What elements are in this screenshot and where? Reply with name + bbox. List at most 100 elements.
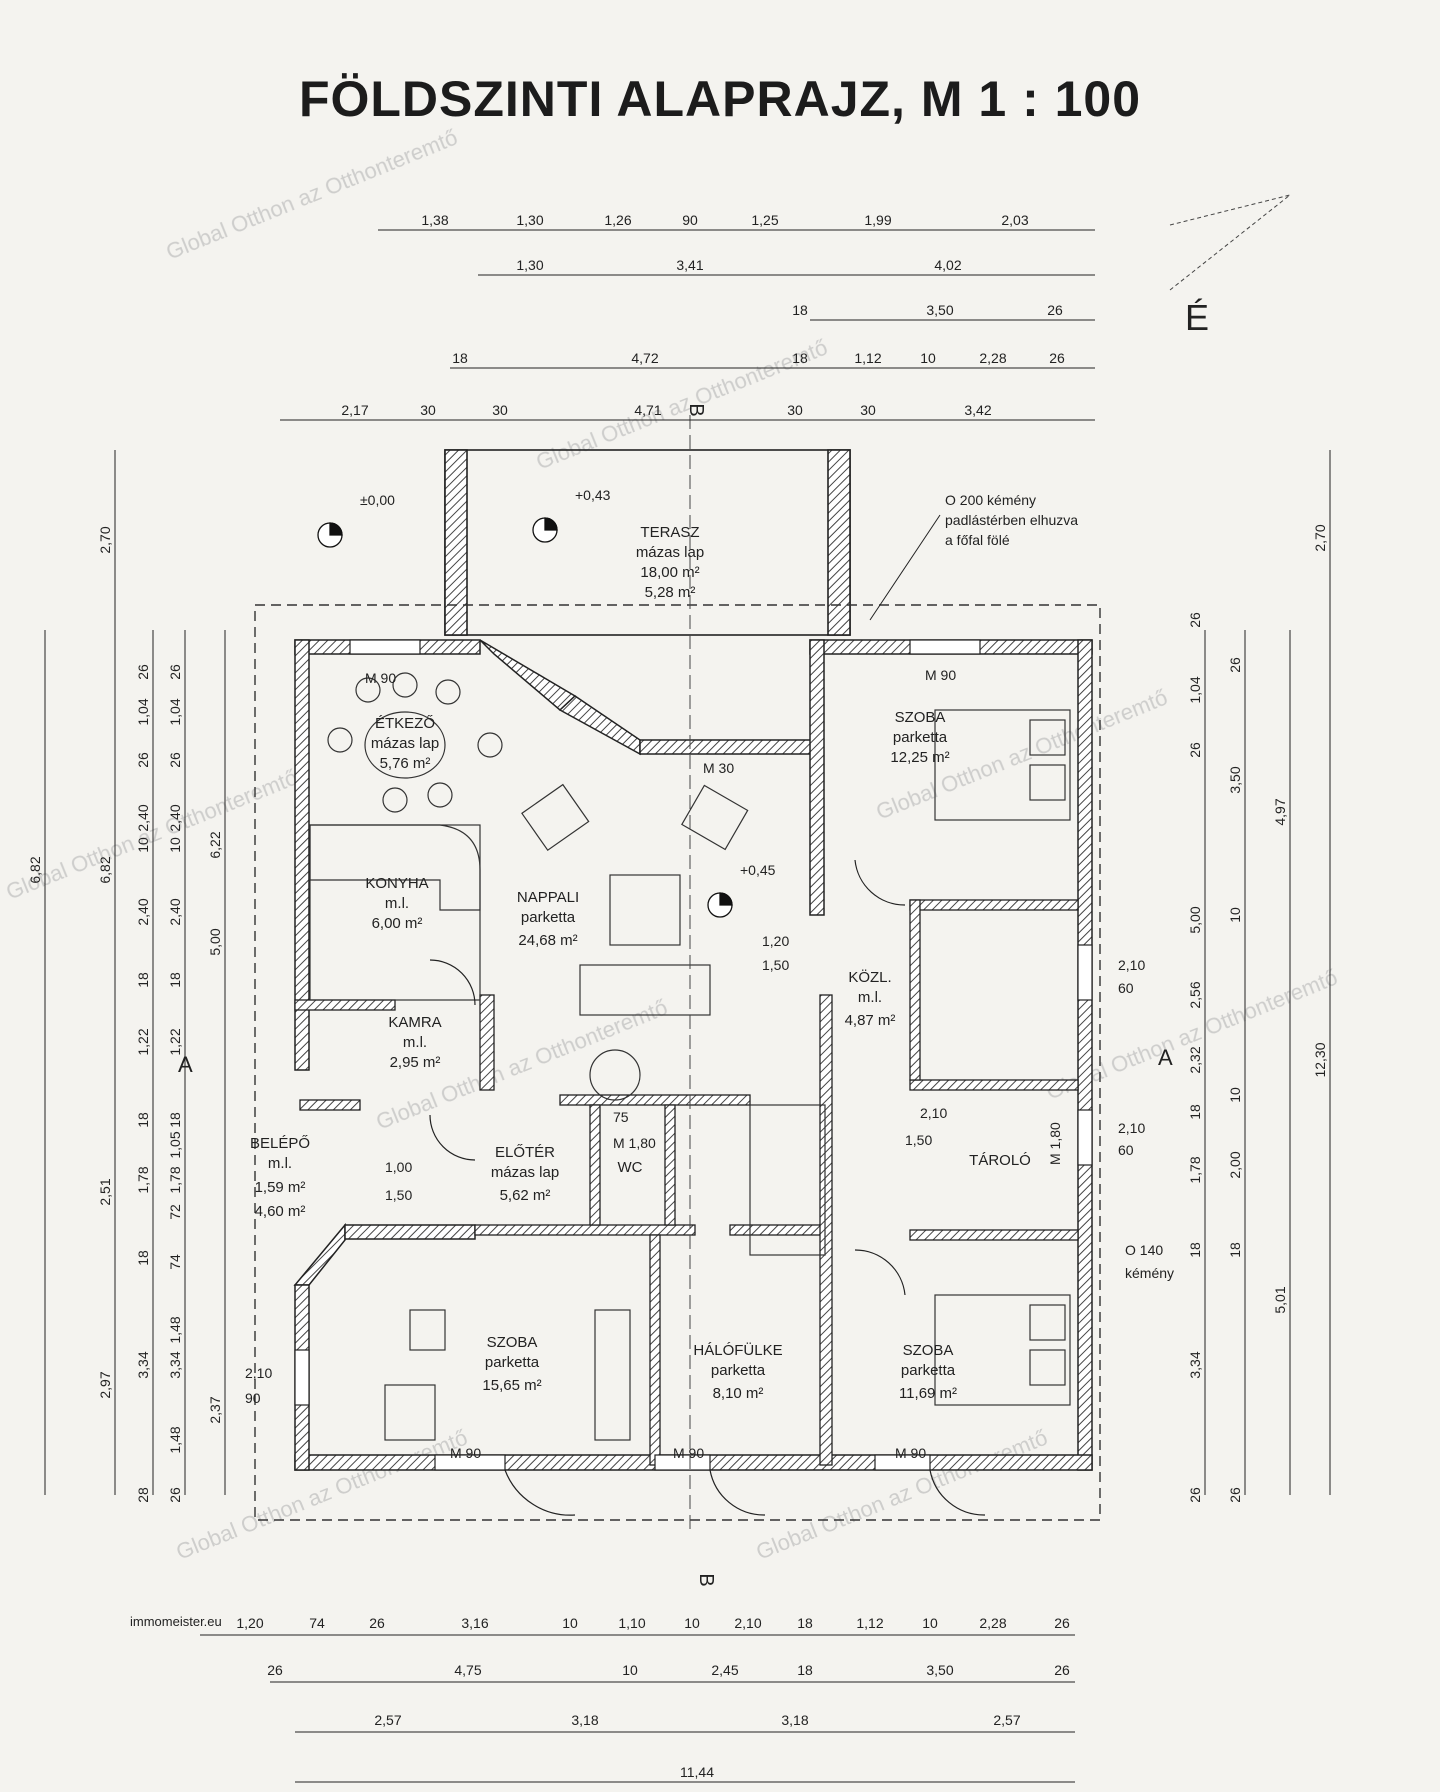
svg-text:1,25: 1,25: [751, 212, 778, 228]
svg-text:1,05: 1,05: [167, 1131, 183, 1158]
svg-text:18: 18: [1187, 1104, 1203, 1120]
svg-text:1,04: 1,04: [135, 698, 151, 725]
svg-text:28: 28: [135, 1487, 151, 1503]
svg-text:10: 10: [167, 837, 183, 853]
svg-text:72: 72: [167, 1204, 183, 1220]
svg-text:18: 18: [452, 350, 468, 366]
svg-text:1,78: 1,78: [135, 1166, 151, 1193]
room-name: KAMRA: [388, 1014, 441, 1031]
svg-text:3,16: 3,16: [461, 1615, 488, 1631]
svg-text:M 90: M 90: [365, 670, 396, 686]
room-name: BELÉPŐ: [250, 1135, 310, 1152]
svg-text:60: 60: [1118, 980, 1134, 996]
svg-text:3,34: 3,34: [135, 1351, 151, 1378]
svg-text:30: 30: [860, 402, 876, 418]
watermark: Global Otthon az Otthonteremtő: [173, 1425, 472, 1565]
level-label: +0,43: [575, 487, 611, 503]
svg-text:M 90: M 90: [895, 1445, 926, 1461]
interior-walls: [294, 899, 1079, 1466]
svg-text:18: 18: [135, 1112, 151, 1128]
chimney-note: padlástérben elhuzva: [945, 512, 1078, 528]
room-finish: m.l.: [858, 989, 882, 1006]
room-name: KONYHA: [365, 875, 428, 892]
svg-text:2,28: 2,28: [979, 1615, 1006, 1631]
svg-text:M 90: M 90: [925, 667, 956, 683]
svg-text:1,10: 1,10: [618, 1615, 645, 1631]
left-dimensions: [44, 450, 226, 1495]
svg-text:90: 90: [245, 1390, 261, 1406]
svg-text:2,45: 2,45: [711, 1662, 738, 1678]
room-finish: parketta: [485, 1354, 540, 1371]
svg-text:1,78: 1,78: [1187, 1156, 1203, 1183]
room-name: ÉTKEZŐ: [375, 715, 435, 732]
right-dimension-labels: 26 1,04 26 5,00 2,56 2,32 18 1,78 18 3,3…: [1187, 524, 1328, 1503]
svg-text:1,78: 1,78: [167, 1166, 183, 1193]
right-dimensions: [1204, 450, 1331, 1495]
room-area: 2,95 m²: [390, 1054, 441, 1071]
svg-text:26: 26: [369, 1615, 385, 1631]
watermark: Global Otthon az Otthonteremtő: [163, 125, 462, 265]
room-name: SZOBA: [487, 1334, 538, 1351]
svg-text:1,00: 1,00: [385, 1159, 412, 1175]
svg-text:3,50: 3,50: [926, 1662, 953, 1678]
room-finish: parketta: [893, 729, 948, 746]
svg-text:26: 26: [1047, 302, 1063, 318]
chimney-note: O 200 kémény: [945, 492, 1036, 508]
room-area: 1,59 m²: [255, 1179, 306, 1196]
svg-text:18: 18: [797, 1662, 813, 1678]
room-finish: m.l.: [403, 1034, 427, 1051]
svg-text:M 30: M 30: [703, 760, 734, 776]
svg-text:26: 26: [1227, 1487, 1243, 1503]
svg-text:26: 26: [267, 1662, 283, 1678]
svg-text:26: 26: [167, 664, 183, 680]
corner-credit: immomeister.eu: [130, 1614, 222, 1629]
section-label-b: B: [685, 403, 707, 416]
svg-text:3,34: 3,34: [167, 1351, 183, 1378]
svg-text:60: 60: [1118, 1142, 1134, 1158]
svg-text:26: 26: [1187, 742, 1203, 758]
svg-text:2,03: 2,03: [1001, 212, 1028, 228]
exterior-walls: [293, 639, 1093, 1471]
svg-text:10: 10: [922, 1615, 938, 1631]
bottom-dimension-labels: 1,20 74 26 3,16 10 1,10 10 2,10 18 1,12 …: [236, 1615, 1070, 1780]
svg-text:5,00: 5,00: [1187, 906, 1203, 933]
room-area: 4,87 m²: [845, 1012, 896, 1029]
svg-text:2,32: 2,32: [1187, 1046, 1203, 1073]
svg-text:1,30: 1,30: [516, 257, 543, 273]
svg-text:3,41: 3,41: [676, 257, 703, 273]
svg-text:2,40: 2,40: [167, 804, 183, 831]
svg-text:2,10: 2,10: [1118, 1120, 1145, 1136]
svg-text:1,26: 1,26: [604, 212, 631, 228]
svg-text:2,97: 2,97: [97, 1371, 113, 1398]
svg-text:18: 18: [797, 1615, 813, 1631]
svg-text:26: 26: [1187, 1487, 1203, 1503]
svg-text:2,70: 2,70: [1312, 524, 1328, 551]
room-area: 6,00 m²: [372, 915, 423, 932]
room-area: 8,10 m²: [713, 1385, 764, 1402]
svg-text:75: 75: [613, 1109, 629, 1125]
left-dimension-labels: 2,70 6,82 2,51 2,97 26 1,04 26 2,40 10 2…: [27, 526, 223, 1503]
svg-text:2,10: 2,10: [920, 1105, 947, 1121]
svg-text:18: 18: [135, 972, 151, 988]
room-finish: mázas lap: [371, 735, 439, 752]
svg-text:3,18: 3,18: [781, 1712, 808, 1728]
room-name: KÖZL.: [848, 968, 891, 986]
svg-text:26: 26: [1054, 1662, 1070, 1678]
svg-text:1,20: 1,20: [762, 933, 789, 949]
svg-text:1,20: 1,20: [236, 1615, 263, 1631]
svg-text:1,38: 1,38: [421, 212, 448, 228]
svg-text:1,48: 1,48: [167, 1316, 183, 1343]
svg-text:10: 10: [684, 1615, 700, 1631]
room-area: 18,00 m²: [640, 564, 699, 581]
room-finish: parketta: [901, 1362, 956, 1379]
svg-text:4,02: 4,02: [934, 257, 961, 273]
svg-text:26: 26: [1054, 1615, 1070, 1631]
top-dimensions: [280, 229, 1095, 421]
svg-text:18: 18: [1227, 1242, 1243, 1258]
svg-text:74: 74: [309, 1615, 325, 1631]
section-label-b: B: [695, 1573, 717, 1586]
svg-text:1,12: 1,12: [854, 350, 881, 366]
svg-text:1,04: 1,04: [167, 698, 183, 725]
room-area: 15,65 m²: [482, 1377, 541, 1394]
